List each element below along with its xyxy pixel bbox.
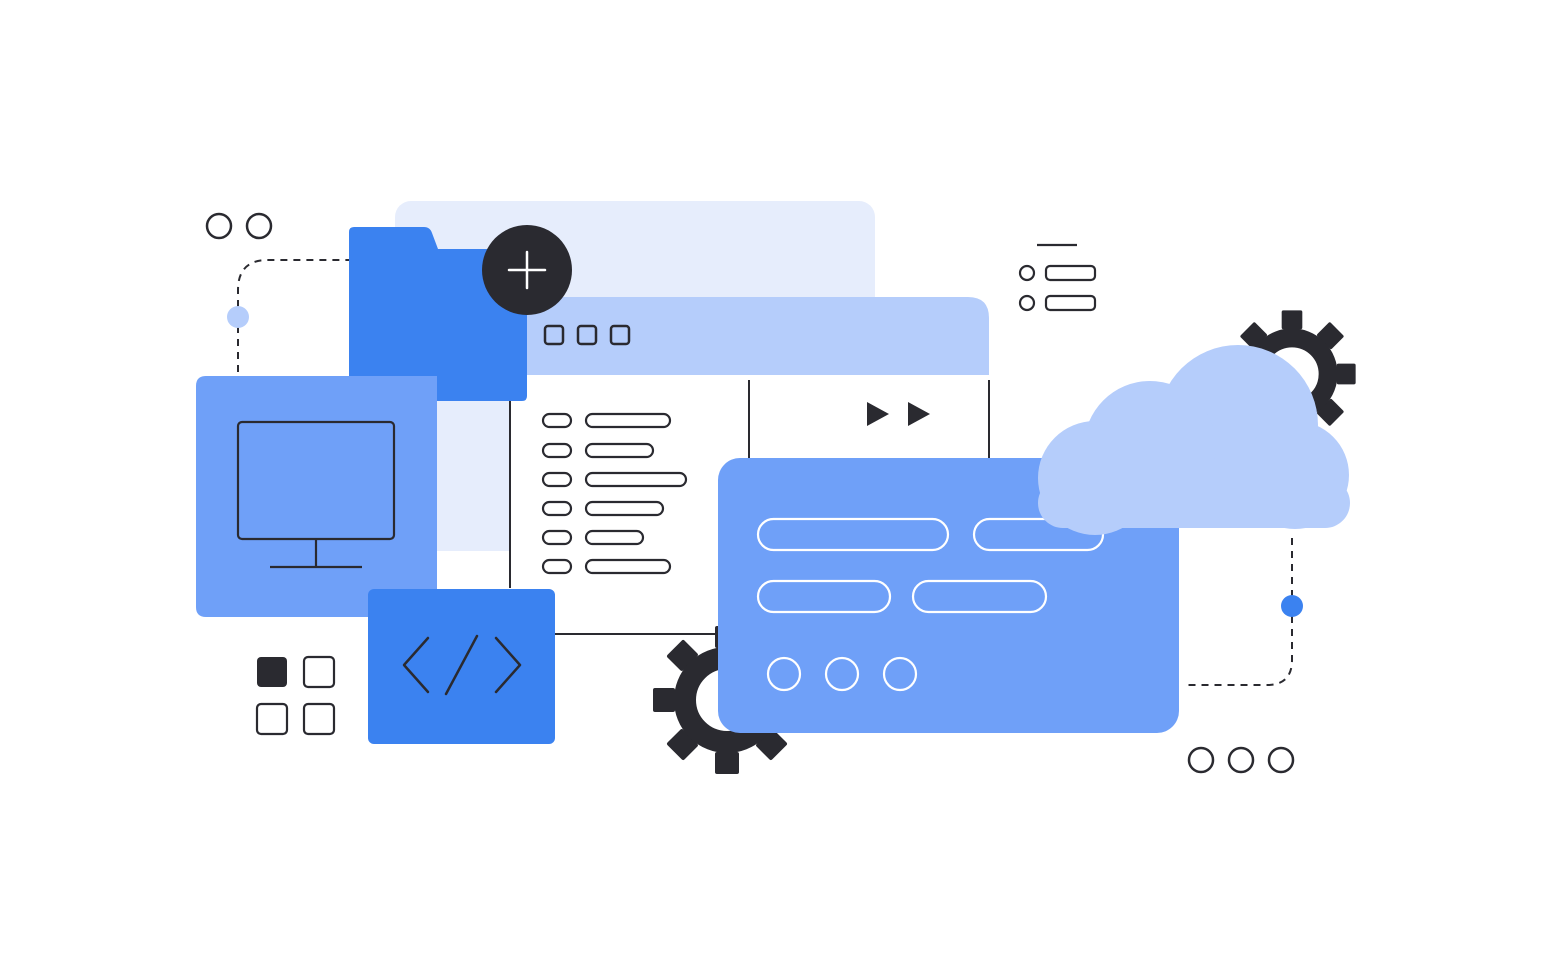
monitor-card[interactable] xyxy=(196,376,437,617)
fast-forward-icon[interactable] xyxy=(867,402,930,426)
code-icon xyxy=(402,634,522,696)
list-item xyxy=(541,500,665,517)
form-field[interactable] xyxy=(756,579,892,614)
list-item xyxy=(541,412,672,429)
connector-node-right xyxy=(1281,595,1303,617)
dots-icon-top-left xyxy=(205,212,273,240)
window-controls[interactable] xyxy=(543,324,631,346)
list-item xyxy=(541,442,655,459)
connector-line-left xyxy=(237,259,352,372)
settings-list-icon[interactable] xyxy=(1018,243,1097,312)
add-folder-button[interactable] xyxy=(482,225,572,315)
form-field[interactable] xyxy=(911,579,1048,614)
list-item xyxy=(541,471,688,488)
dots-icon-bottom-right xyxy=(1187,746,1295,774)
form-field[interactable] xyxy=(972,517,1105,552)
list-item xyxy=(541,558,672,575)
list-item xyxy=(541,529,645,546)
monitor-icon xyxy=(236,420,396,569)
grid-icon[interactable] xyxy=(255,655,336,736)
connector-node-left xyxy=(227,306,249,328)
form-dots[interactable] xyxy=(766,656,918,692)
code-card[interactable] xyxy=(368,589,555,744)
connector-line-right xyxy=(1188,538,1293,686)
plus-icon xyxy=(507,250,547,290)
code-list xyxy=(541,412,688,575)
form-field[interactable] xyxy=(756,517,950,552)
form-fields xyxy=(756,517,1105,614)
cloud-icon[interactable] xyxy=(1038,345,1350,535)
